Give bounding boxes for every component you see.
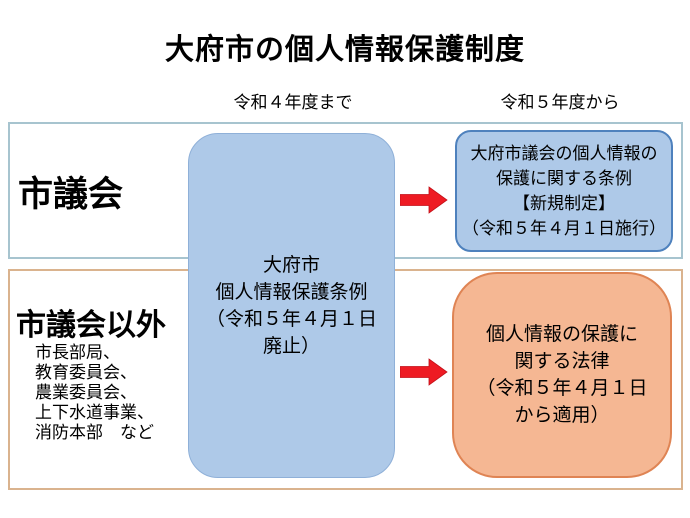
old-ordinance-line: 廃止） xyxy=(262,335,320,357)
non-council-label: 市議会以外 xyxy=(16,309,166,342)
right-arrow-icon xyxy=(400,358,448,386)
old-ordinance-line: 大府市 xyxy=(262,254,320,276)
council-ordinance-line: 大府市議会の個人情報の xyxy=(470,144,658,163)
council-ordinance-line: （令和５年４月１日施行） xyxy=(462,219,666,238)
old-ordinance-box: 大府市 個人情報保護条例 （令和５年４月１日 廃止） xyxy=(188,133,395,478)
diagram-title: 大府市の個人情報保護制度 xyxy=(164,34,525,66)
national-law-line: から適用） xyxy=(514,405,610,426)
column-header-before: 令和４年度まで xyxy=(233,93,353,112)
council-ordinance-box: 大府市議会の個人情報の 保護に関する条例 【新規制定】 （令和５年４月１日施行） xyxy=(455,130,673,252)
sublist-item: 教育委員会、 xyxy=(35,363,137,382)
national-law-box: 個人情報の保護に 関する法律 （令和５年４月１日 から適用） xyxy=(452,272,672,478)
sublist-item: 市長部局、 xyxy=(35,343,120,362)
national-law-line: 関する法律 xyxy=(514,351,610,372)
old-ordinance-line: （令和５年４月１日 xyxy=(205,308,377,330)
council-label: 市議会 xyxy=(18,175,124,214)
sublist-item: 上下水道事業、 xyxy=(35,403,154,422)
sublist-item: 消防本部 など xyxy=(35,423,154,442)
column-header-after: 令和５年度から xyxy=(500,93,620,112)
sublist-item: 農業委員会、 xyxy=(35,383,137,402)
council-ordinance-line: 保護に関する条例 xyxy=(496,169,632,188)
national-law-line: （令和５年４月１日 xyxy=(476,378,648,399)
national-law-line: 個人情報の保護に xyxy=(485,324,638,345)
council-ordinance-line: 【新規制定】 xyxy=(513,194,615,213)
non-council-sublist: 市長部局、 教育委員会、 農業委員会、 上下水道事業、 消防本部 など xyxy=(35,343,154,443)
old-ordinance-line: 個人情報保護条例 xyxy=(215,281,368,303)
right-arrow-icon xyxy=(400,186,448,214)
